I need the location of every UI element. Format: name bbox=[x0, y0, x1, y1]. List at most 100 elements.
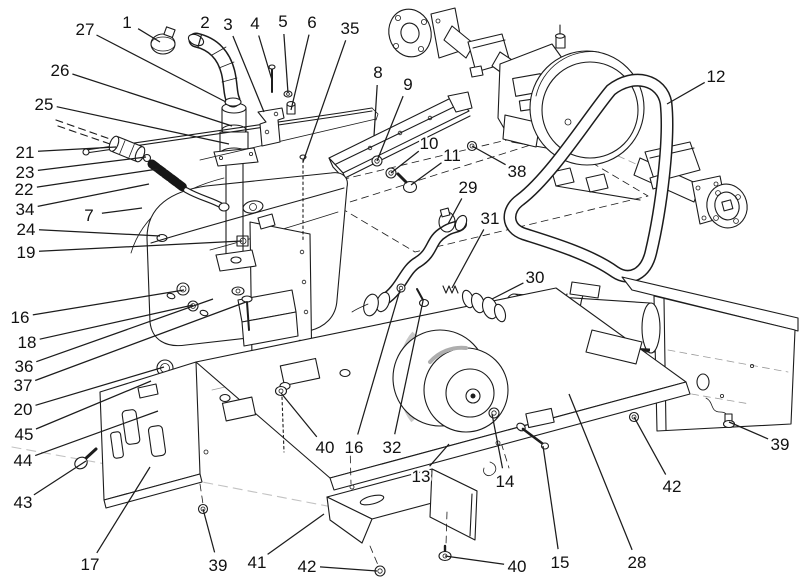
callout-leader-9 bbox=[376, 95, 404, 162]
air-cleaner bbox=[392, 329, 509, 433]
fuel-line-sleeve bbox=[147, 159, 189, 193]
callout-leader-18 bbox=[39, 304, 194, 340]
callout-leader-2 bbox=[197, 34, 203, 48]
callout-label-21: 21 bbox=[16, 143, 35, 162]
callout-label-45: 45 bbox=[15, 425, 34, 444]
callout-label-32: 32 bbox=[383, 438, 402, 457]
callout-label-1: 1 bbox=[122, 13, 131, 32]
callout-label-42: 42 bbox=[298, 557, 317, 576]
callout-label-16: 16 bbox=[11, 308, 30, 327]
callout-label-20: 20 bbox=[14, 400, 33, 419]
callout-label-15: 15 bbox=[551, 553, 570, 572]
callout-label-9: 9 bbox=[403, 75, 412, 94]
callout-leader-13 bbox=[429, 443, 450, 467]
callout-label-35: 35 bbox=[341, 19, 360, 38]
callout-leader-26 bbox=[72, 73, 233, 127]
callout-leader-39 bbox=[728, 421, 769, 440]
callout-label-4: 4 bbox=[250, 14, 259, 33]
callout-leader-37 bbox=[34, 301, 247, 382]
callout-label-14: 14 bbox=[496, 472, 515, 491]
callout-label-27: 27 bbox=[76, 20, 95, 39]
callout-leader-14 bbox=[491, 413, 504, 469]
callout-label-42: 42 bbox=[663, 477, 682, 496]
callout-leader-39 bbox=[202, 508, 216, 553]
callout-leader-38 bbox=[471, 145, 506, 166]
callout-leader-5 bbox=[283, 33, 289, 94]
callout-label-36: 36 bbox=[15, 357, 34, 376]
mount-rail bbox=[328, 91, 478, 194]
callout-label-10: 10 bbox=[420, 134, 439, 153]
callout-label-18: 18 bbox=[18, 333, 37, 352]
callout-leader-6 bbox=[290, 34, 310, 111]
callout-leader-42 bbox=[633, 416, 667, 475]
callout-leader-3 bbox=[232, 35, 265, 113]
callout-label-19: 19 bbox=[17, 243, 36, 262]
callout-leader-40 bbox=[280, 392, 318, 438]
callout-leader-11 bbox=[410, 162, 442, 186]
callout-label-39: 39 bbox=[209, 556, 228, 575]
callout-leader-21 bbox=[37, 146, 117, 152]
tank-mount-panel bbox=[145, 213, 313, 389]
artwork bbox=[11, 7, 799, 577]
heat-shield-panel bbox=[621, 276, 799, 432]
callout-leader-29 bbox=[447, 198, 463, 225]
callout-leader-42 bbox=[319, 566, 378, 572]
callout-label-28: 28 bbox=[628, 553, 647, 572]
callout-leader-12 bbox=[666, 81, 706, 105]
callout-leader-44 bbox=[34, 410, 159, 457]
callout-label-24: 24 bbox=[17, 220, 36, 239]
callout-label-40: 40 bbox=[508, 557, 527, 576]
callout-leader-35 bbox=[302, 40, 347, 163]
spring bbox=[442, 285, 459, 294]
callout-label-30: 30 bbox=[526, 268, 545, 287]
callout-leader-30 bbox=[491, 282, 524, 300]
callout-leader-16 bbox=[357, 289, 401, 435]
callout-label-5: 5 bbox=[278, 12, 287, 31]
callout-label-2: 2 bbox=[200, 13, 209, 32]
skid-plate bbox=[326, 443, 497, 577]
callout-leader-36 bbox=[36, 298, 214, 363]
callout-leader-17 bbox=[96, 466, 151, 554]
callout-leader-24 bbox=[38, 229, 161, 237]
callout-label-13: 13 bbox=[412, 467, 431, 486]
callout-leader-27 bbox=[96, 34, 227, 103]
callout-label-31: 31 bbox=[481, 209, 500, 228]
intake-hose bbox=[150, 26, 242, 108]
air-hose bbox=[351, 207, 507, 323]
callout-label-12: 12 bbox=[707, 67, 726, 86]
drive-belt bbox=[503, 73, 674, 283]
callout-leader-41 bbox=[267, 513, 325, 555]
callout-leader-28 bbox=[568, 393, 633, 551]
callout-leader-20 bbox=[35, 366, 165, 406]
callout-leader-7 bbox=[101, 207, 143, 214]
callout-label-23: 23 bbox=[16, 163, 35, 182]
callout-leader-8 bbox=[373, 84, 378, 137]
callout-label-26: 26 bbox=[51, 61, 70, 80]
callout-label-6: 6 bbox=[307, 13, 316, 32]
callout-label-34: 34 bbox=[16, 200, 35, 219]
callout-leader-32 bbox=[394, 300, 424, 435]
callout-label-44: 44 bbox=[14, 451, 33, 470]
callout-label-22: 22 bbox=[15, 180, 34, 199]
callout-label-11: 11 bbox=[443, 146, 461, 165]
callout-label-29: 29 bbox=[459, 178, 478, 197]
callout-leader-19 bbox=[38, 240, 243, 252]
callout-label-39: 39 bbox=[771, 435, 790, 454]
hose-coupling bbox=[461, 289, 507, 323]
callout-leader-43 bbox=[33, 460, 87, 496]
callout-leader-4 bbox=[258, 35, 273, 81]
callout-leader-22 bbox=[36, 168, 159, 188]
callout-leader-25 bbox=[56, 106, 230, 145]
callout-label-8: 8 bbox=[373, 63, 382, 82]
hose-clamp bbox=[150, 26, 176, 55]
callout-label-16: 16 bbox=[345, 438, 364, 457]
callout-label-38: 38 bbox=[508, 162, 527, 181]
callout-leader-31 bbox=[451, 229, 485, 289]
callout-leader-34 bbox=[37, 183, 150, 208]
callout-leader-10 bbox=[390, 150, 420, 174]
callout-leader-45 bbox=[35, 380, 152, 430]
callout-label-41: 41 bbox=[248, 553, 267, 572]
